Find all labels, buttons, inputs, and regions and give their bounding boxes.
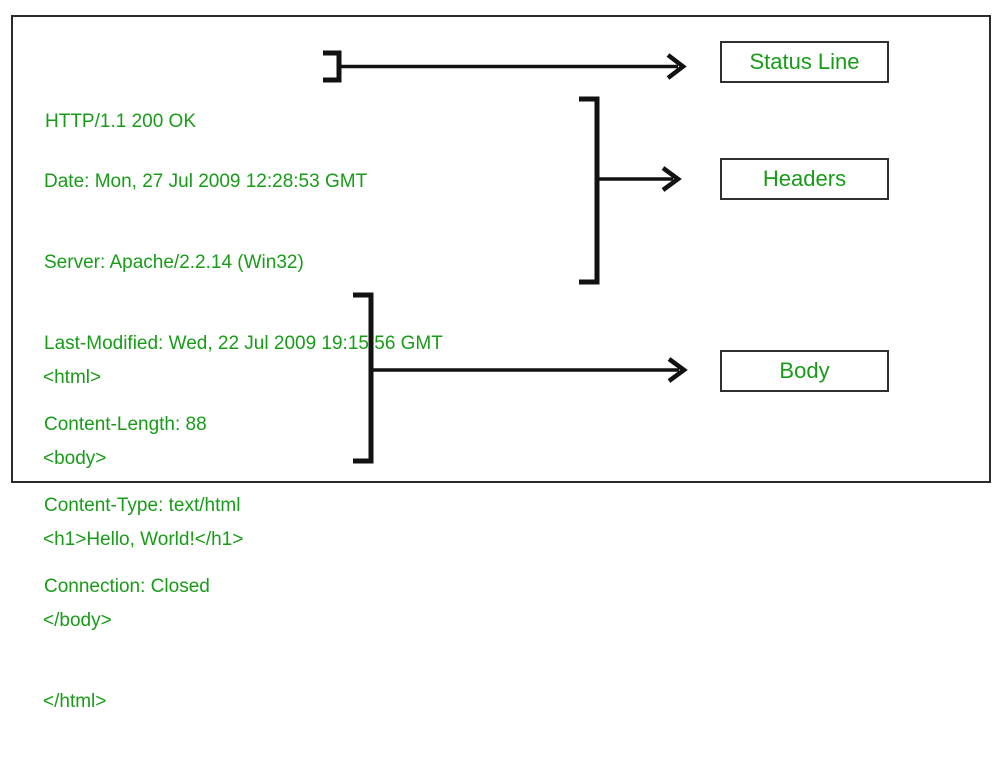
status-line-row: HTTP/1.1 200 OK bbox=[45, 111, 197, 132]
body-row-h1: <h1>Hello, World!</h1> bbox=[43, 529, 244, 550]
header-row-content-length: Content-Length: 88 bbox=[44, 414, 207, 435]
body-row-html-open: <html> bbox=[43, 367, 102, 388]
header-row-server: Server: Apache/2.2.14 (Win32) bbox=[44, 252, 304, 273]
status-line-text: HTTP/1.1 200 OK bbox=[45, 54, 196, 189]
label-box-status-line: Status Line bbox=[720, 41, 889, 83]
label-box-headers-text: Headers bbox=[762, 166, 847, 191]
header-row-last-modified: Last-Modified: Wed, 22 Jul 2009 19:15:56… bbox=[44, 333, 443, 354]
label-box-status-line-text: Status Line bbox=[749, 49, 860, 74]
figure-frame bbox=[11, 15, 991, 483]
body-row-body-close: </body> bbox=[43, 610, 112, 631]
header-row-date: Date: Mon, 27 Jul 2009 12:28:53 GMT bbox=[44, 171, 368, 192]
body-text: <html> <body> <h1>Hello, World!</h1> </b… bbox=[43, 310, 243, 769]
body-row-html-close: </html> bbox=[43, 691, 107, 712]
label-box-body: Body bbox=[720, 350, 889, 392]
body-row-body-open: <body> bbox=[43, 448, 107, 469]
label-box-headers: Headers bbox=[720, 158, 889, 200]
label-box-body-text: Body bbox=[779, 358, 830, 383]
http-response-diagram: HTTP/1.1 200 OK Date: Mon, 27 Jul 2009 1… bbox=[11, 15, 991, 712]
